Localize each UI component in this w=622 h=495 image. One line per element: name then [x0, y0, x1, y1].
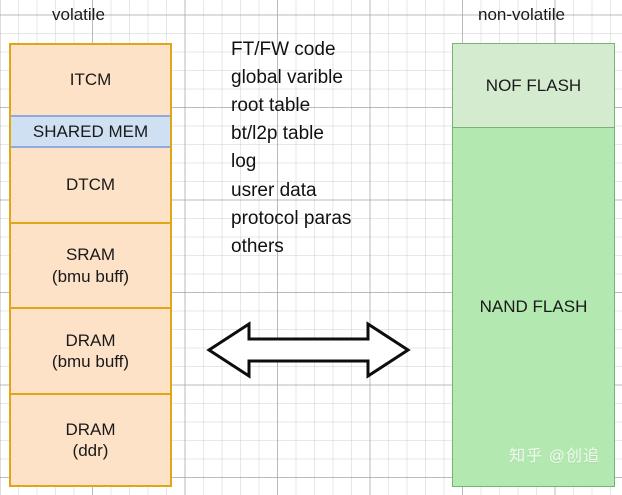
memory-block-itcm[interactable]: ITCM	[11, 45, 170, 115]
content-item-0: FT/FW code	[231, 39, 336, 60]
memory-block-nof-flash[interactable]: NOF FLASH	[453, 44, 614, 128]
volatile-memory-stack: ITCM SHARED MEM DTCM SRAM (bmu buff) DRA…	[9, 43, 172, 487]
memory-block-nand-flash-label: NAND FLASH	[479, 297, 588, 316]
content-item-7: others	[231, 235, 284, 257]
column-title-volatile: volatile	[52, 5, 105, 24]
memory-block-sram-sublabel: (bmu buff)	[51, 266, 130, 286]
memory-block-dram-bmu-sublabel: (bmu buff)	[51, 352, 130, 371]
memory-block-shared-mem-label: SHARED MEM	[32, 121, 149, 141]
shared-content-list: FT/FW code global varible root table bt/…	[231, 36, 431, 261]
memory-block-itcm-label: ITCM	[69, 70, 112, 90]
content-item-2: root table	[231, 95, 311, 117]
content-item-6: protocol paras	[231, 207, 352, 229]
double-headed-arrow-icon	[206, 318, 411, 382]
watermark: 知乎 @创追	[509, 448, 600, 465]
memory-block-sram[interactable]: SRAM (bmu buff)	[11, 222, 170, 307]
memory-block-dram-ddr-label: DRAM	[65, 419, 116, 439]
memory-block-dram-ddr-sublabel: (ddr)	[72, 441, 109, 460]
memory-block-dram-bmu-label: DRAM	[65, 330, 116, 350]
memory-block-nand-flash[interactable]: NAND FLASH	[453, 128, 614, 486]
memory-block-dtcm-label: DTCM	[65, 175, 116, 195]
memory-block-dram-ddr[interactable]: DRAM (ddr)	[11, 393, 170, 485]
memory-block-shared-mem[interactable]: SHARED MEM	[11, 115, 170, 148]
memory-block-nof-flash-label: NOF FLASH	[485, 75, 582, 95]
content-item-5: usrer data	[231, 179, 317, 201]
content-item-3: bt/l2p table	[231, 123, 324, 145]
non-volatile-memory-stack: NOF FLASH NAND FLASH 知乎 @创追	[452, 43, 615, 487]
memory-block-dtcm[interactable]: DTCM	[11, 148, 170, 222]
memory-block-sram-label: SRAM	[65, 245, 116, 265]
column-title-non-volatile: non-volatile	[478, 5, 565, 24]
memory-block-dram-bmu[interactable]: DRAM (bmu buff)	[11, 307, 170, 393]
content-item-1: global varible	[231, 67, 343, 89]
content-item-4: log	[231, 151, 257, 173]
